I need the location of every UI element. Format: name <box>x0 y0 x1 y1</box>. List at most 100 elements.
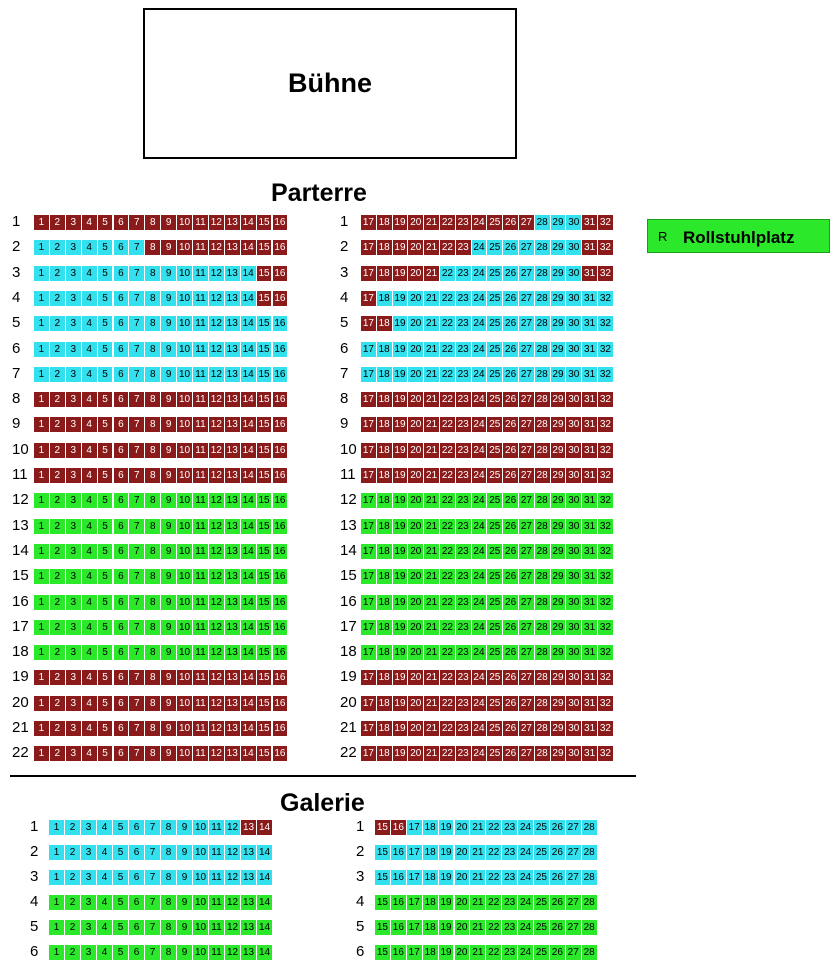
parterre-seat[interactable]: 11 <box>193 265 209 281</box>
parterre-seat[interactable]: 19 <box>392 240 409 256</box>
parterre-seat[interactable]: 24 <box>471 265 488 281</box>
parterre-seat[interactable]: 25 <box>487 265 504 281</box>
galerie-seat[interactable]: 27 <box>565 895 582 910</box>
parterre-seat[interactable]: 6 <box>113 442 130 458</box>
parterre-seat[interactable]: 16 <box>272 594 289 610</box>
galerie-seat[interactable]: 22 <box>486 845 503 860</box>
parterre-seat[interactable]: 21 <box>424 594 440 610</box>
parterre-seat[interactable]: 14 <box>240 695 257 711</box>
parterre-seat[interactable]: 16 <box>272 721 289 736</box>
parterre-seat[interactable]: 24 <box>471 290 488 306</box>
galerie-seat[interactable]: 8 <box>161 820 177 835</box>
parterre-seat[interactable]: 1 <box>34 316 50 332</box>
parterre-seat[interactable]: 14 <box>240 392 257 408</box>
galerie-seat[interactable]: 20 <box>454 870 471 885</box>
parterre-seat[interactable]: 23 <box>455 316 472 332</box>
galerie-seat[interactable]: 24 <box>518 870 534 885</box>
galerie-seat[interactable]: 14 <box>257 820 273 835</box>
parterre-seat[interactable]: 4 <box>81 619 98 635</box>
parterre-seat[interactable]: 7 <box>129 594 146 610</box>
parterre-seat[interactable]: 2 <box>49 746 66 762</box>
parterre-seat[interactable]: 30 <box>566 721 583 736</box>
parterre-seat[interactable]: 9 <box>161 290 178 306</box>
parterre-seat[interactable]: 12 <box>208 468 225 483</box>
parterre-seat[interactable]: 28 <box>534 518 551 534</box>
galerie-seat[interactable]: 2 <box>65 870 81 885</box>
parterre-seat[interactable]: 7 <box>129 695 146 711</box>
parterre-seat[interactable]: 2 <box>49 316 66 332</box>
parterre-seat[interactable]: 24 <box>471 518 488 534</box>
galerie-seat[interactable]: 27 <box>565 920 582 935</box>
parterre-seat[interactable]: 1 <box>34 518 50 534</box>
parterre-seat[interactable]: 20 <box>408 468 425 483</box>
galerie-seat[interactable]: 22 <box>486 945 503 960</box>
parterre-seat[interactable]: 12 <box>208 670 225 686</box>
parterre-seat[interactable]: 17 <box>361 746 377 762</box>
galerie-seat[interactable]: 28 <box>581 870 598 885</box>
parterre-seat[interactable]: 24 <box>471 543 488 559</box>
parterre-seat[interactable]: 11 <box>193 569 209 585</box>
galerie-seat[interactable]: 23 <box>502 895 519 910</box>
parterre-seat[interactable]: 4 <box>81 746 98 762</box>
galerie-seat[interactable]: 12 <box>225 845 241 860</box>
parterre-seat[interactable]: 8 <box>145 721 162 736</box>
parterre-seat[interactable]: 30 <box>566 518 583 534</box>
galerie-seat[interactable]: 26 <box>549 895 566 910</box>
parterre-seat[interactable]: 16 <box>272 240 289 256</box>
parterre-seat[interactable]: 26 <box>503 442 519 458</box>
parterre-seat[interactable]: 23 <box>455 493 472 509</box>
parterre-seat[interactable]: 27 <box>519 366 535 382</box>
parterre-seat[interactable]: 4 <box>81 290 98 306</box>
galerie-seat[interactable]: 19 <box>438 920 455 935</box>
parterre-seat[interactable]: 29 <box>550 695 567 711</box>
parterre-seat[interactable]: 27 <box>519 316 535 332</box>
parterre-seat[interactable]: 19 <box>392 468 409 483</box>
parterre-seat[interactable]: 17 <box>361 594 377 610</box>
parterre-seat[interactable]: 9 <box>161 341 178 357</box>
parterre-seat[interactable]: 8 <box>145 240 162 256</box>
galerie-seat[interactable]: 20 <box>454 895 471 910</box>
parterre-seat[interactable]: 26 <box>503 341 519 357</box>
parterre-seat[interactable]: 27 <box>519 594 535 610</box>
parterre-seat[interactable]: 18 <box>376 442 393 458</box>
parterre-seat[interactable]: 24 <box>471 721 488 736</box>
parterre-seat[interactable]: 5 <box>97 543 114 559</box>
parterre-seat[interactable]: 8 <box>145 695 162 711</box>
parterre-seat[interactable]: 18 <box>376 721 393 736</box>
parterre-seat[interactable]: 26 <box>503 746 519 762</box>
parterre-seat[interactable]: 12 <box>208 265 225 281</box>
galerie-seat[interactable]: 1 <box>49 845 65 860</box>
parterre-seat[interactable]: 22 <box>440 746 456 762</box>
galerie-seat[interactable]: 13 <box>241 920 257 935</box>
parterre-seat[interactable]: 7 <box>129 341 146 357</box>
parterre-seat[interactable]: 22 <box>440 468 456 483</box>
parterre-seat[interactable]: 1 <box>34 543 50 559</box>
parterre-seat[interactable]: 18 <box>376 417 393 433</box>
parterre-seat[interactable]: 31 <box>582 392 598 408</box>
parterre-seat[interactable]: 13 <box>224 417 241 433</box>
parterre-seat[interactable]: 29 <box>550 265 567 281</box>
parterre-seat[interactable]: 4 <box>81 569 98 585</box>
parterre-seat[interactable]: 3 <box>65 417 82 433</box>
parterre-seat[interactable]: 26 <box>503 721 519 736</box>
parterre-seat[interactable]: 25 <box>487 316 504 332</box>
parterre-seat[interactable]: 8 <box>145 746 162 762</box>
parterre-seat[interactable]: 8 <box>145 290 162 306</box>
parterre-seat[interactable]: 30 <box>566 468 583 483</box>
parterre-seat[interactable]: 9 <box>161 316 178 332</box>
parterre-seat[interactable]: 32 <box>598 619 614 635</box>
parterre-seat[interactable]: 19 <box>392 493 409 509</box>
parterre-seat[interactable]: 14 <box>240 468 257 483</box>
parterre-seat[interactable]: 6 <box>113 493 130 509</box>
parterre-seat[interactable]: 32 <box>598 316 614 332</box>
parterre-seat[interactable]: 21 <box>424 468 440 483</box>
galerie-seat[interactable]: 13 <box>241 820 257 835</box>
galerie-seat[interactable]: 10 <box>193 820 209 835</box>
parterre-seat[interactable]: 20 <box>408 417 425 433</box>
parterre-seat[interactable]: 6 <box>113 290 130 306</box>
parterre-seat[interactable]: 12 <box>208 493 225 509</box>
parterre-seat[interactable]: 30 <box>566 619 583 635</box>
parterre-seat[interactable]: 21 <box>424 316 440 332</box>
parterre-seat[interactable]: 12 <box>208 721 225 736</box>
parterre-seat[interactable]: 20 <box>408 341 425 357</box>
